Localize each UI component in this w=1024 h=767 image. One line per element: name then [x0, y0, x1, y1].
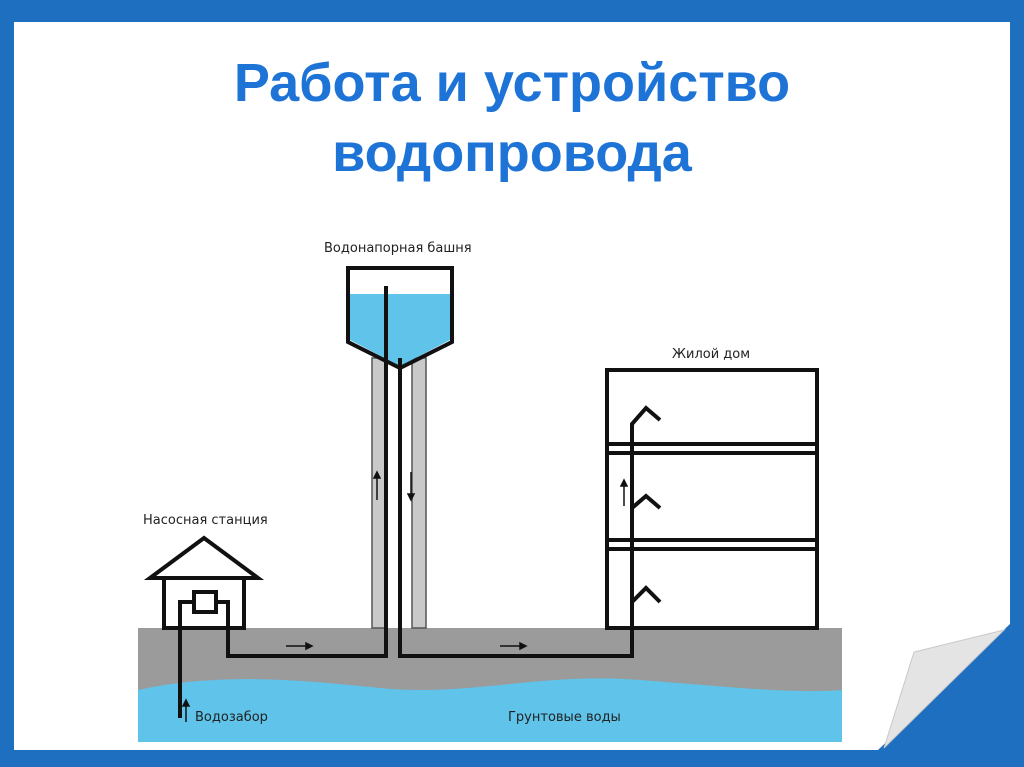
slide-title: Работа и устройство водопровода [0, 48, 1024, 188]
arrow-right-icon [500, 641, 528, 651]
tank-outline [346, 266, 454, 371]
label-water-intake: Водозабор [195, 710, 268, 725]
pump-to-tower-pipe [216, 286, 388, 658]
pump-unit [192, 590, 218, 614]
water-tower-tank [346, 266, 454, 371]
label-water-tower: Водонапорная башня [324, 241, 472, 256]
arrow-right-icon [286, 641, 314, 651]
arrow-down-icon [406, 472, 416, 502]
pump-station-walls [162, 576, 246, 630]
tank-water [350, 294, 450, 366]
title-line-1: Работа и устройство [233, 53, 791, 113]
arrow-up-icon [372, 470, 382, 500]
label-groundwater: Грунтовые воды [508, 710, 621, 725]
pump-station-roof [143, 535, 265, 580]
arrow-up-icon [619, 478, 629, 506]
tower-to-house-pipe [398, 358, 662, 658]
pipe-network [178, 286, 662, 718]
arrow-up-icon [181, 698, 191, 722]
flow-arrows [181, 470, 629, 722]
label-residential-house: Жилой дом [672, 347, 750, 362]
tap-floor-2 [630, 493, 662, 510]
tap-floor-1 [630, 585, 662, 604]
title-line-2: водопровода [332, 123, 692, 183]
groundwater-layer [138, 678, 842, 742]
residential-house [605, 368, 819, 630]
pump-station [143, 535, 265, 630]
tower-leg-right [411, 357, 427, 629]
label-pump-station: Насосная станция [143, 513, 268, 528]
tower-leg-left [371, 357, 387, 629]
intake-pipe [178, 600, 194, 718]
house-walls [605, 368, 819, 630]
